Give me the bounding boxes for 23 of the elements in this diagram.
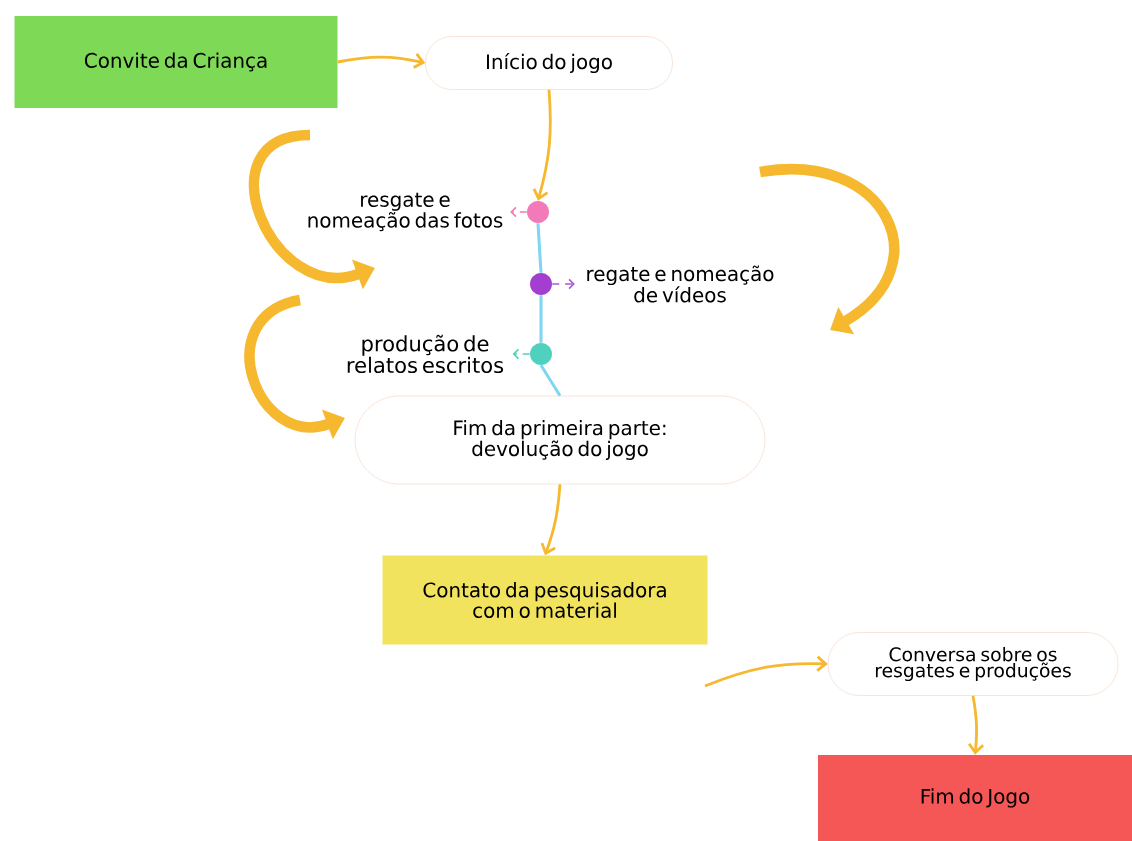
flow-box: Fim do Jogo [818,755,1132,841]
arrow [967,695,985,755]
timeline-dot [530,273,552,295]
rounded-box: Início do jogo [425,36,673,90]
timeline-dot [530,343,552,365]
dashed-arrow [512,348,531,360]
arrow [704,655,828,688]
timeline-line [539,295,543,343]
rounded-box: Conversa sobre os resgates e produções [827,632,1119,696]
dashed-arrow [551,278,575,290]
timeline-line [539,364,562,397]
timeline-line [536,223,543,273]
flow-box: Contato da pesquisadora com o material [382,555,708,645]
rounded-box: Fim da primeira parte: devolução do jogo [354,395,766,485]
step-text: produção de relatos escritos [347,334,504,374]
arrow [540,484,562,556]
step-text: regate e nomeação de vídeos [587,265,774,303]
step-text: resgate e nomeação das fotos [308,192,503,232]
timeline-dot [527,201,549,223]
arrow [337,53,426,69]
flow-box: Convite da Criança [14,16,338,108]
dashed-arrow [510,206,528,218]
arrow [532,89,552,201]
